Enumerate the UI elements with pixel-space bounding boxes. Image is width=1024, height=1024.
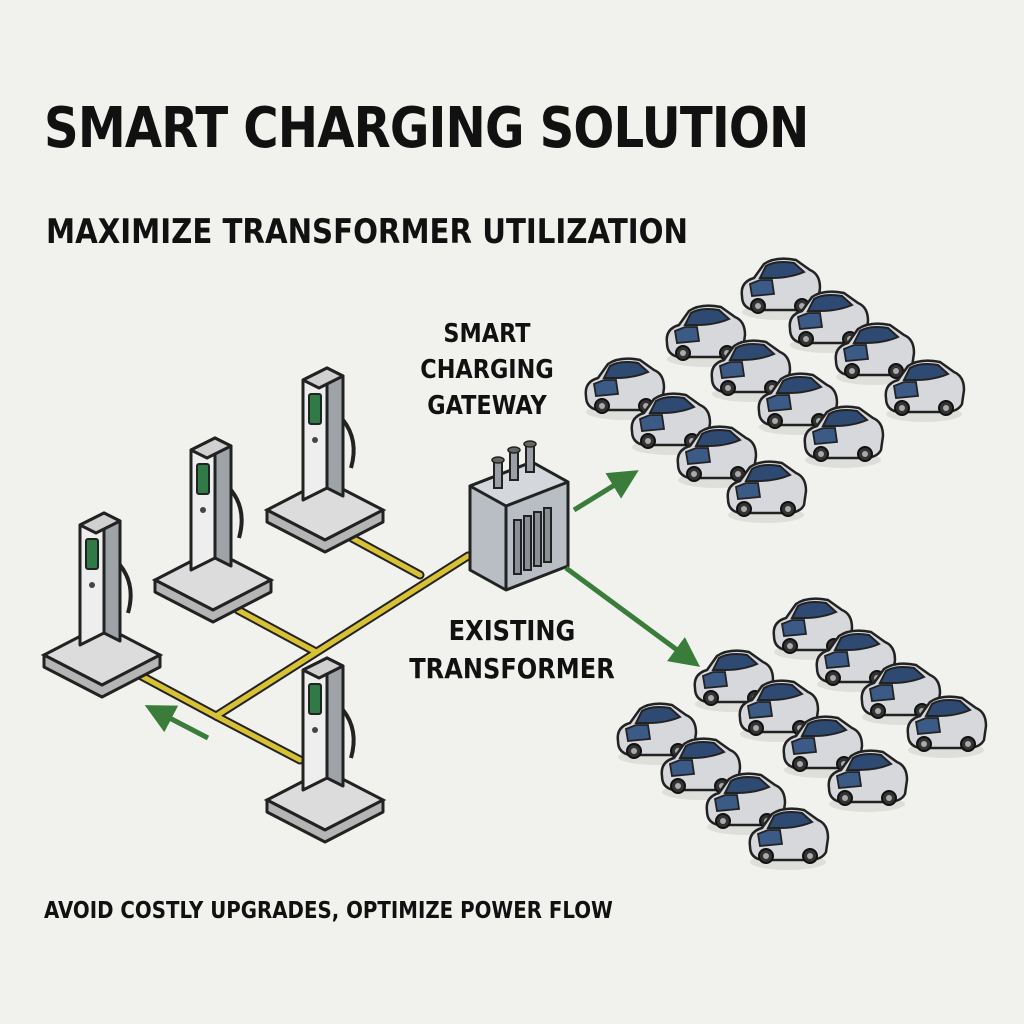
charger-station-icon — [42, 511, 162, 699]
footer-caption: AVOID COSTLY UPGRADES, OPTIMIZE POWER FL… — [44, 898, 613, 924]
charger-station-icon — [265, 366, 385, 554]
page-subtitle: MAXIMIZE TRANSFORMER UTILIZATION — [46, 212, 689, 252]
page-title: SMART CHARGING SOLUTION — [44, 96, 809, 161]
charger-station-icon — [153, 436, 273, 624]
car-fleet-upper — [584, 257, 966, 525]
car-fleet-lower — [616, 597, 988, 872]
arrow-icon — [144, 470, 701, 741]
transformer-icon — [468, 440, 570, 592]
power-cables-fill — [131, 535, 471, 763]
